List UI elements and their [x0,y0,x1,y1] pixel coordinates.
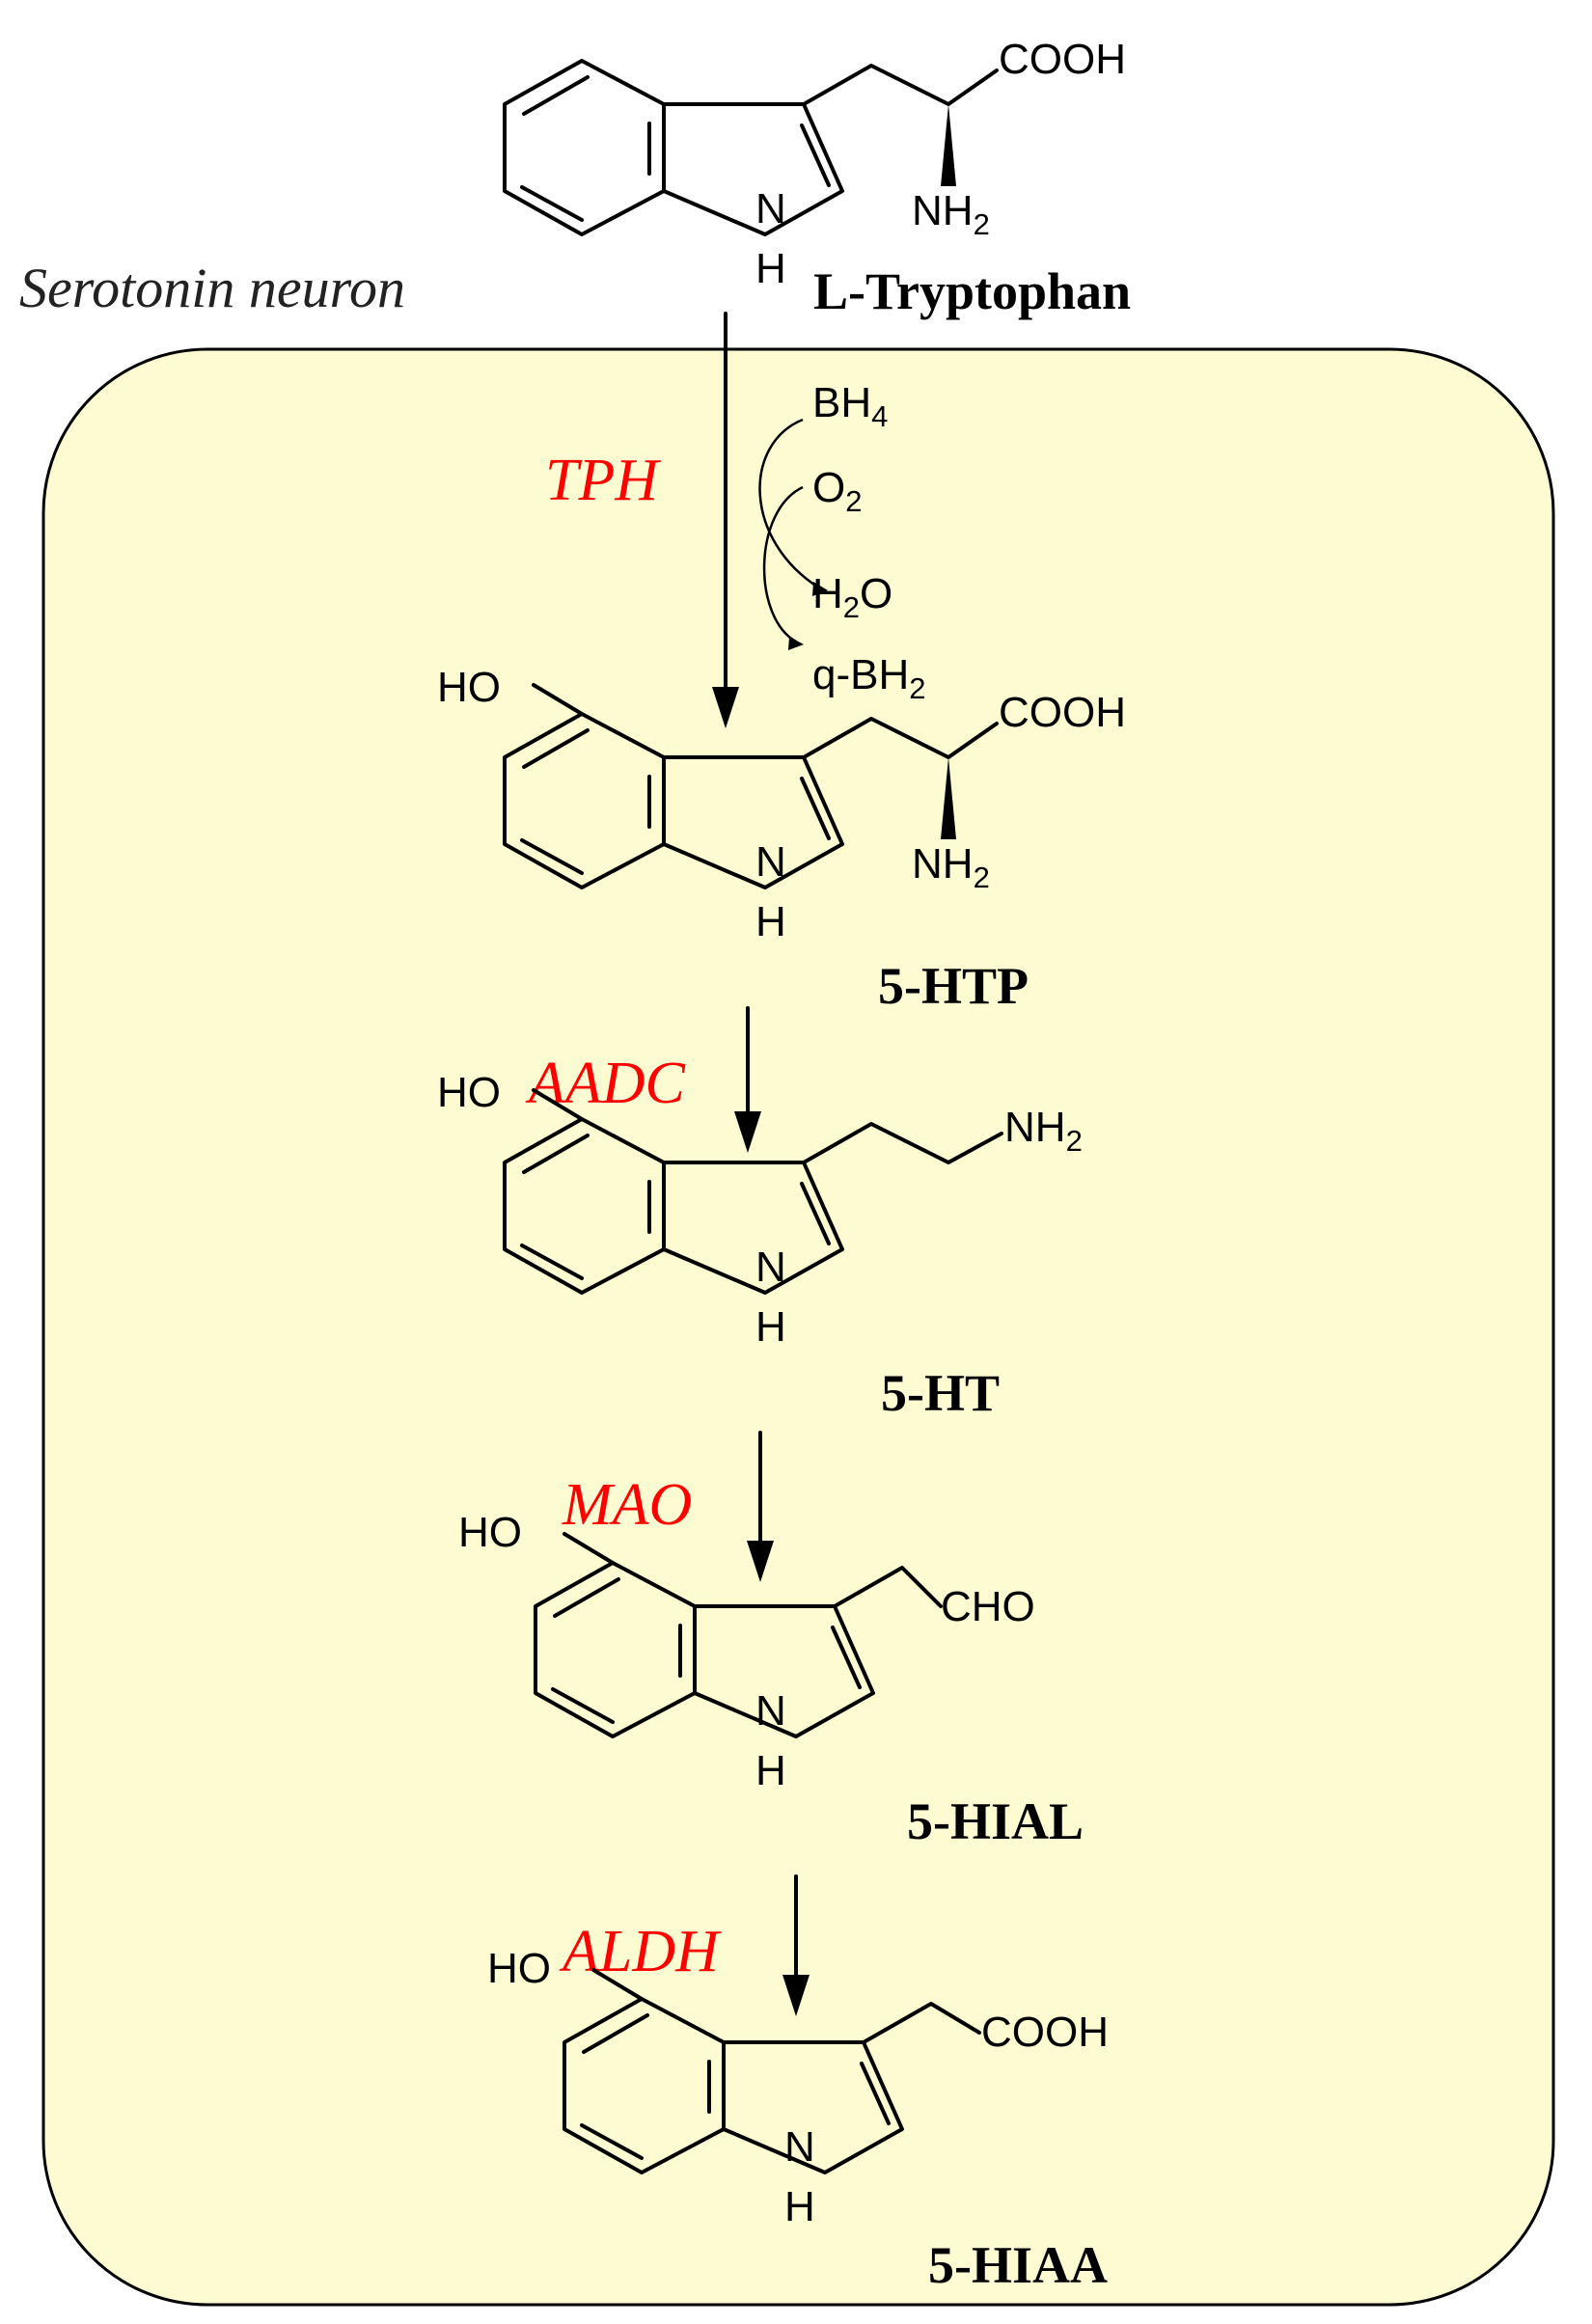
hydroxyl-group: HO [458,1509,522,1556]
compound-name-5-hial: 5-HIAL [907,1792,1084,1850]
neuron-cell [41,347,1555,2307]
aldehyde-group: CHO [941,1583,1035,1630]
arrowhead-mao [747,1541,774,1582]
ring-hydrogen: H [755,898,786,945]
compound-name-5-ht: 5-HT [881,1364,1000,1422]
carboxyl-group: COOH [999,689,1126,736]
arrowhead-aadc [734,1111,761,1153]
cofactor-curve-o2 [762,485,804,643]
compound-name-l-tryptophan: L-Tryptophan [813,262,1131,320]
hydroxyl-group: HO [487,1945,551,1992]
cofactor-curve-bh4 [758,418,821,590]
amino-group: NH2 [912,187,990,241]
ring-nitrogen: N [784,2123,815,2171]
compound-5-ht: HO N H NH2 [437,1069,1083,1351]
amino-group: NH2 [1004,1104,1083,1158]
product-h2o: H2O [812,570,892,624]
compound-5-hial: HO N H CHO [458,1509,1035,1794]
region-label: Serotonin neuron [19,257,405,319]
hydroxyl-group: HO [437,1069,501,1116]
compound-5-htp: HO N H COOH NH2 [437,664,1126,945]
ring-nitrogen: N [755,185,786,232]
arrowhead-tph [712,687,739,728]
enzyme-aldh: ALDH [559,1919,722,1984]
cofactor-bh4: BH4 [812,379,888,433]
ring-hydrogen: H [784,2183,815,2230]
ring-hydrogen: H [755,1747,786,1794]
compound-name-5-hiaa: 5-HIAA [928,2236,1108,2294]
ring-hydrogen: H [755,245,786,292]
ring-nitrogen: N [755,1687,786,1735]
product-q-bh2: q-BH2 [812,651,926,705]
hydroxyl-group: HO [437,664,501,711]
enzyme-aadc: AADC [525,1051,686,1116]
ring-nitrogen: N [755,838,786,886]
enzyme-tph: TPH [545,448,661,513]
compound-5-hiaa: HO N H COOH [487,1945,1109,2230]
compound-name-5-htp: 5-HTP [878,957,1029,1015]
carboxyl-group: COOH [999,36,1126,83]
ring-nitrogen: N [755,1244,786,1291]
amino-group: NH2 [912,840,990,894]
cofactor-o2: O2 [812,464,862,518]
arrowhead-aldh [782,1975,810,2016]
compound-l-tryptophan: N H COOH NH2 [503,36,1126,292]
enzyme-mao: MAO [562,1472,692,1538]
ring-hydrogen: H [755,1303,786,1351]
carboxyl-group: COOH [981,2009,1109,2056]
